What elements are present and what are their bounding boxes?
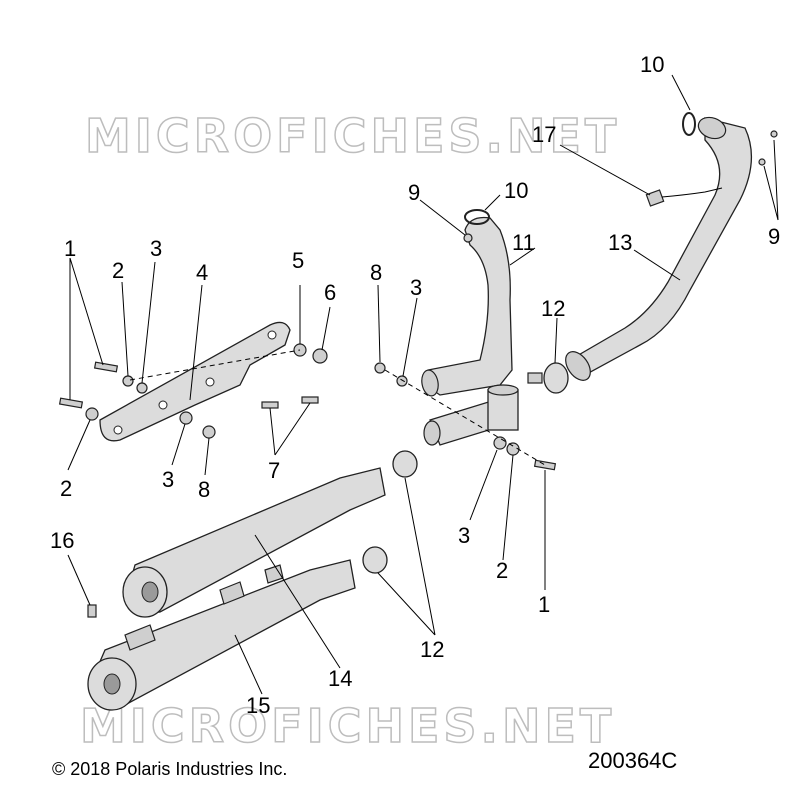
callout-17: 17 <box>532 122 556 147</box>
watermark-top: MICROFICHES.NET <box>85 109 620 163</box>
callout-3-mid: 3 <box>410 275 422 300</box>
callout-15: 15 <box>246 693 270 718</box>
nut-3-lower <box>179 411 193 425</box>
callout-1-left: 1 <box>64 236 76 261</box>
bolt-1-right <box>533 459 557 471</box>
o2-sensor <box>645 187 723 207</box>
callout-9-right: 9 <box>768 224 780 249</box>
callout-9-mid: 9 <box>408 180 420 205</box>
stud-9a <box>770 130 778 138</box>
callout-2-left-bot: 2 <box>60 476 72 501</box>
copyright-text: © 2018 Polaris Industries Inc. <box>52 759 287 779</box>
nut-3-mid <box>396 375 408 387</box>
clamp-lower <box>362 546 388 574</box>
rear-header-pipe <box>421 216 519 446</box>
callout-3-right: 3 <box>458 523 470 548</box>
callout-3-left-top: 3 <box>150 236 162 261</box>
nut-6 <box>312 348 328 364</box>
washer-2-upper <box>122 375 134 387</box>
callout-4: 4 <box>196 260 208 285</box>
diagram-code: 200364C <box>588 748 677 773</box>
callout-3-left-bot: 3 <box>162 467 174 492</box>
callout-2-left-top: 2 <box>112 258 124 283</box>
callout-1-right: 1 <box>538 592 550 617</box>
bolt-1-upper <box>93 361 119 373</box>
bolt-1-lower <box>58 397 84 409</box>
callout-14: 14 <box>328 666 352 691</box>
gasket-mid <box>464 209 490 225</box>
watermark-bottom: MICROFICHES.NET <box>80 699 615 753</box>
front-header-pipe <box>565 116 753 381</box>
callout-10-top: 10 <box>640 52 664 77</box>
bolt-16 <box>87 604 97 618</box>
muffler-upper <box>122 467 386 618</box>
bolt-7a <box>261 401 279 409</box>
clamp-upper <box>392 450 418 478</box>
muffler-lower <box>87 559 356 711</box>
callout-8-mid: 8 <box>370 260 382 285</box>
callout-8-left-bot: 8 <box>198 477 210 502</box>
callout-10-mid: 10 <box>504 178 528 203</box>
bolt-8-mid <box>374 362 386 374</box>
callout-11: 11 <box>512 230 535 255</box>
callout-7: 7 <box>268 458 280 483</box>
clamp-top <box>527 362 569 394</box>
washer-2-lower <box>85 407 99 421</box>
nut-3-upper <box>136 382 148 394</box>
bolt-8-lower <box>202 425 216 439</box>
bolt-7b <box>301 396 319 404</box>
stud-9-mid <box>463 233 473 243</box>
stud-9b <box>758 158 766 166</box>
gasket-top <box>682 112 696 136</box>
nut-3-right <box>493 436 507 450</box>
callout-16: 16 <box>50 528 74 553</box>
callout-13: 13 <box>608 230 632 255</box>
callout-6: 6 <box>324 280 336 305</box>
callout-2-right: 2 <box>496 558 508 583</box>
callout-12-top: 12 <box>541 296 565 321</box>
mounting-bracket <box>99 321 291 442</box>
callout-12-bot: 12 <box>420 637 444 662</box>
callout-5: 5 <box>292 248 304 273</box>
